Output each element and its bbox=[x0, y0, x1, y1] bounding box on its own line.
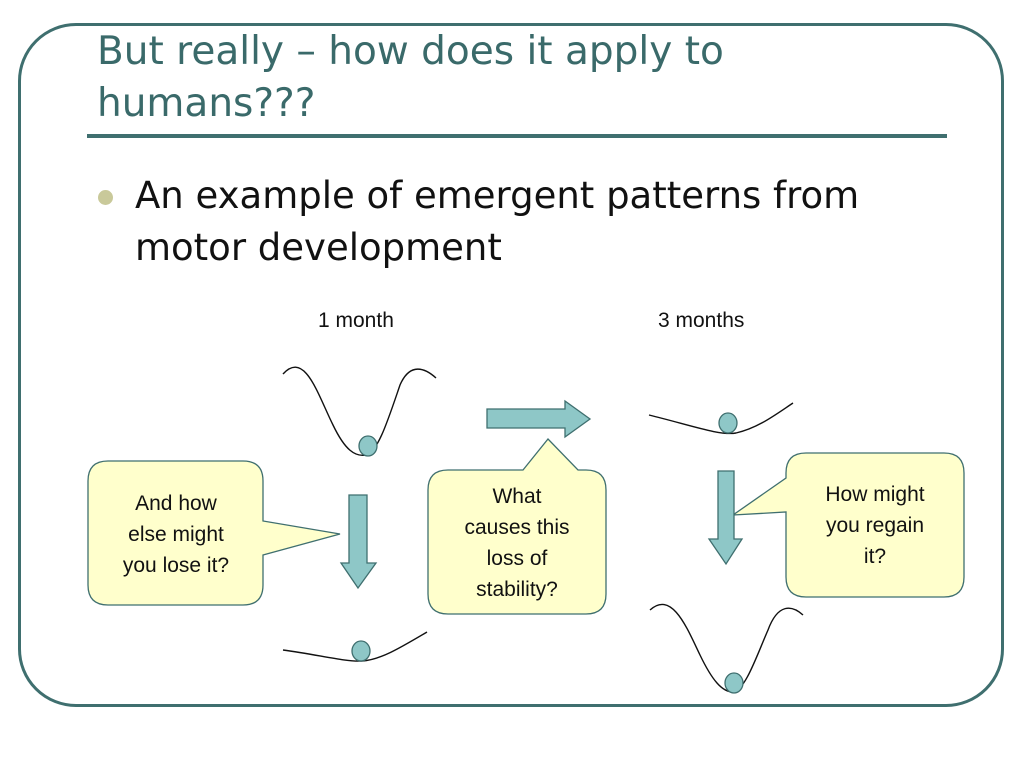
callout-text-lose-it: And how else might you lose it? bbox=[122, 492, 230, 577]
ball-3-months bbox=[718, 412, 738, 434]
callout-text-regain-it: How might you regain it? bbox=[825, 483, 925, 568]
slide-title: But really – how does it apply to humans… bbox=[97, 29, 724, 126]
slide-frame bbox=[18, 23, 1004, 707]
callout-regain-it bbox=[730, 452, 965, 598]
ball-1-month bbox=[358, 435, 378, 457]
ball-lower-left bbox=[351, 640, 371, 662]
bullet-text: An example of emergent patterns from mot… bbox=[135, 174, 860, 269]
down-arrow-right-icon bbox=[707, 470, 744, 566]
callout-lose-it bbox=[87, 460, 341, 606]
bullet-dot-icon bbox=[98, 190, 113, 205]
down-arrow-left-icon bbox=[339, 494, 378, 590]
right-arrow-icon bbox=[486, 399, 592, 439]
callout-text-loss-of-stability: What causes this loss of stability? bbox=[464, 485, 570, 601]
ball-lower-right bbox=[724, 672, 744, 694]
title-divider bbox=[87, 134, 947, 138]
label-3-months: 3 months bbox=[658, 309, 745, 332]
label-1-month: 1 month bbox=[318, 309, 394, 332]
callout-loss-of-stability bbox=[427, 438, 607, 615]
shallow-well-curve-3-months bbox=[648, 402, 794, 435]
